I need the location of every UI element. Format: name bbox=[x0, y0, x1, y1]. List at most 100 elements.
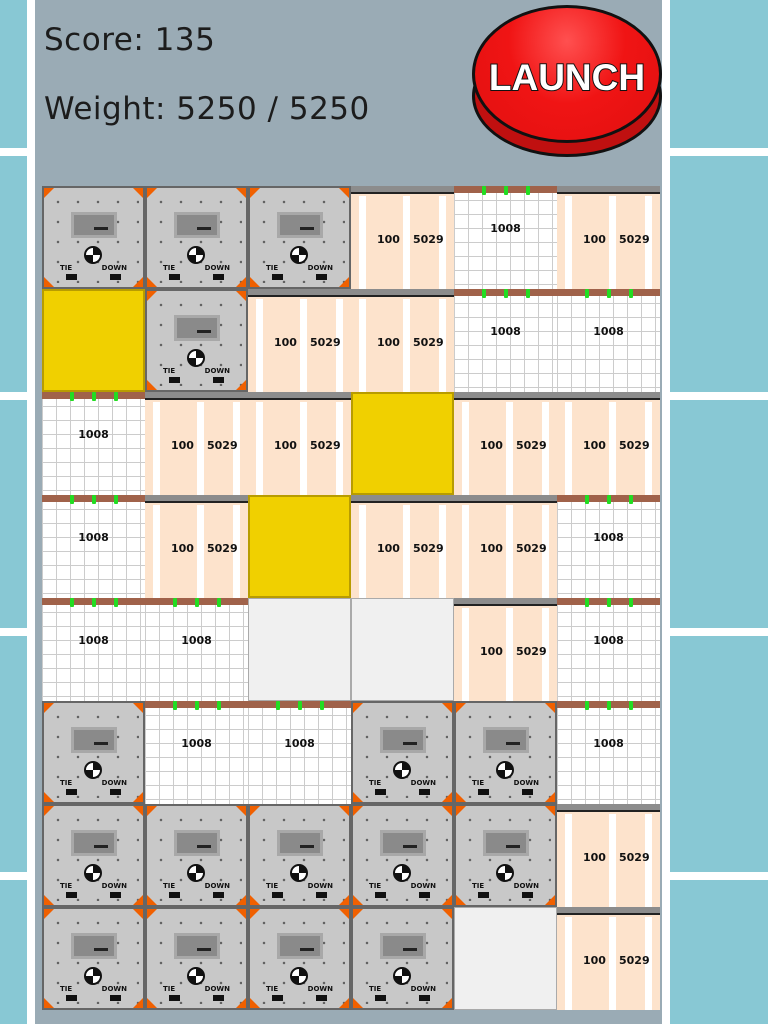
bg-block bbox=[0, 636, 27, 872]
module-tile[interactable]: TIE DOWN bbox=[145, 289, 248, 392]
container-tile[interactable]: 1008 bbox=[248, 701, 351, 804]
module-label-right: DOWN bbox=[513, 882, 539, 890]
cargo-header bbox=[145, 495, 248, 503]
container-tile[interactable]: 1008 bbox=[145, 701, 248, 804]
corner-marker bbox=[44, 277, 54, 287]
container-tile[interactable]: 1008 bbox=[557, 598, 660, 701]
container-tile[interactable]: 1008 bbox=[557, 701, 660, 804]
empty-slot[interactable] bbox=[248, 598, 351, 701]
module-label-right: DOWN bbox=[101, 264, 127, 272]
status-pip-icon bbox=[482, 186, 486, 195]
corner-marker bbox=[44, 792, 54, 802]
container-label: 1008 bbox=[490, 222, 521, 235]
module-label-left: TIE bbox=[163, 367, 176, 375]
corner-marker bbox=[236, 806, 246, 816]
cargo-label-b: 5029 bbox=[413, 336, 444, 349]
corner-marker bbox=[456, 703, 466, 713]
cargo-stripe bbox=[256, 402, 263, 495]
module-label-right: DOWN bbox=[513, 779, 539, 787]
corner-marker bbox=[353, 998, 363, 1008]
cargo-stripe bbox=[565, 917, 572, 1010]
container-tile[interactable]: 1008 bbox=[557, 289, 660, 392]
container-tile[interactable]: 1008 bbox=[454, 186, 557, 289]
empty-slot[interactable] bbox=[351, 598, 454, 701]
module-label-right: DOWN bbox=[204, 367, 230, 375]
status-pip-icon bbox=[70, 495, 74, 504]
bg-block bbox=[670, 0, 768, 148]
module-label-right: DOWN bbox=[101, 779, 127, 787]
container-tile[interactable]: 1008 bbox=[42, 495, 145, 598]
cargo-stripe bbox=[197, 402, 204, 495]
cargo-stripe bbox=[609, 917, 616, 1010]
module-tile[interactable]: TIE DOWN bbox=[248, 907, 351, 1010]
switch-icon bbox=[66, 892, 77, 898]
container-tile[interactable]: 1008 bbox=[42, 598, 145, 701]
corner-marker bbox=[147, 895, 157, 905]
screen-icon bbox=[71, 727, 117, 753]
cargo-stripe bbox=[645, 814, 652, 907]
cargo-label-b: 5029 bbox=[619, 439, 650, 452]
cargo-label-a: 100 bbox=[480, 645, 503, 658]
yellow-tile[interactable] bbox=[248, 495, 351, 598]
corner-marker bbox=[250, 806, 260, 816]
container-label: 1008 bbox=[593, 325, 624, 338]
module-label-right: DOWN bbox=[307, 985, 333, 993]
container-tile[interactable]: 1008 bbox=[557, 495, 660, 598]
yellow-tile[interactable] bbox=[351, 392, 454, 495]
module-label-left: TIE bbox=[266, 985, 279, 993]
corner-marker bbox=[44, 703, 54, 713]
container-label: 1008 bbox=[78, 634, 109, 647]
module-label-left: TIE bbox=[60, 882, 73, 890]
cargo-label-a: 100 bbox=[171, 542, 194, 555]
cargo-header bbox=[557, 186, 660, 194]
module-label-left: TIE bbox=[369, 779, 382, 787]
empty-slot[interactable] bbox=[454, 907, 557, 1010]
switch-icon bbox=[110, 995, 121, 1001]
bg-block bbox=[670, 636, 768, 872]
switch-icon bbox=[272, 274, 283, 280]
switch-icon bbox=[272, 892, 283, 898]
switch-icon bbox=[522, 892, 533, 898]
yellow-tile[interactable] bbox=[42, 289, 145, 392]
container-tile[interactable]: 1008 bbox=[454, 289, 557, 392]
cargo-label-b: 5029 bbox=[516, 439, 547, 452]
cargo-header bbox=[454, 495, 557, 503]
module-label-left: TIE bbox=[369, 985, 382, 993]
corner-marker bbox=[456, 792, 466, 802]
launch-button[interactable]: LAUNCH bbox=[472, 5, 662, 160]
cargo-stripe bbox=[506, 505, 513, 598]
corner-marker bbox=[133, 806, 143, 816]
cargo-stripe bbox=[403, 505, 410, 598]
container-tile[interactable]: 1008 bbox=[42, 392, 145, 495]
container-tile[interactable]: 1008 bbox=[145, 598, 248, 701]
corner-marker bbox=[133, 188, 143, 198]
